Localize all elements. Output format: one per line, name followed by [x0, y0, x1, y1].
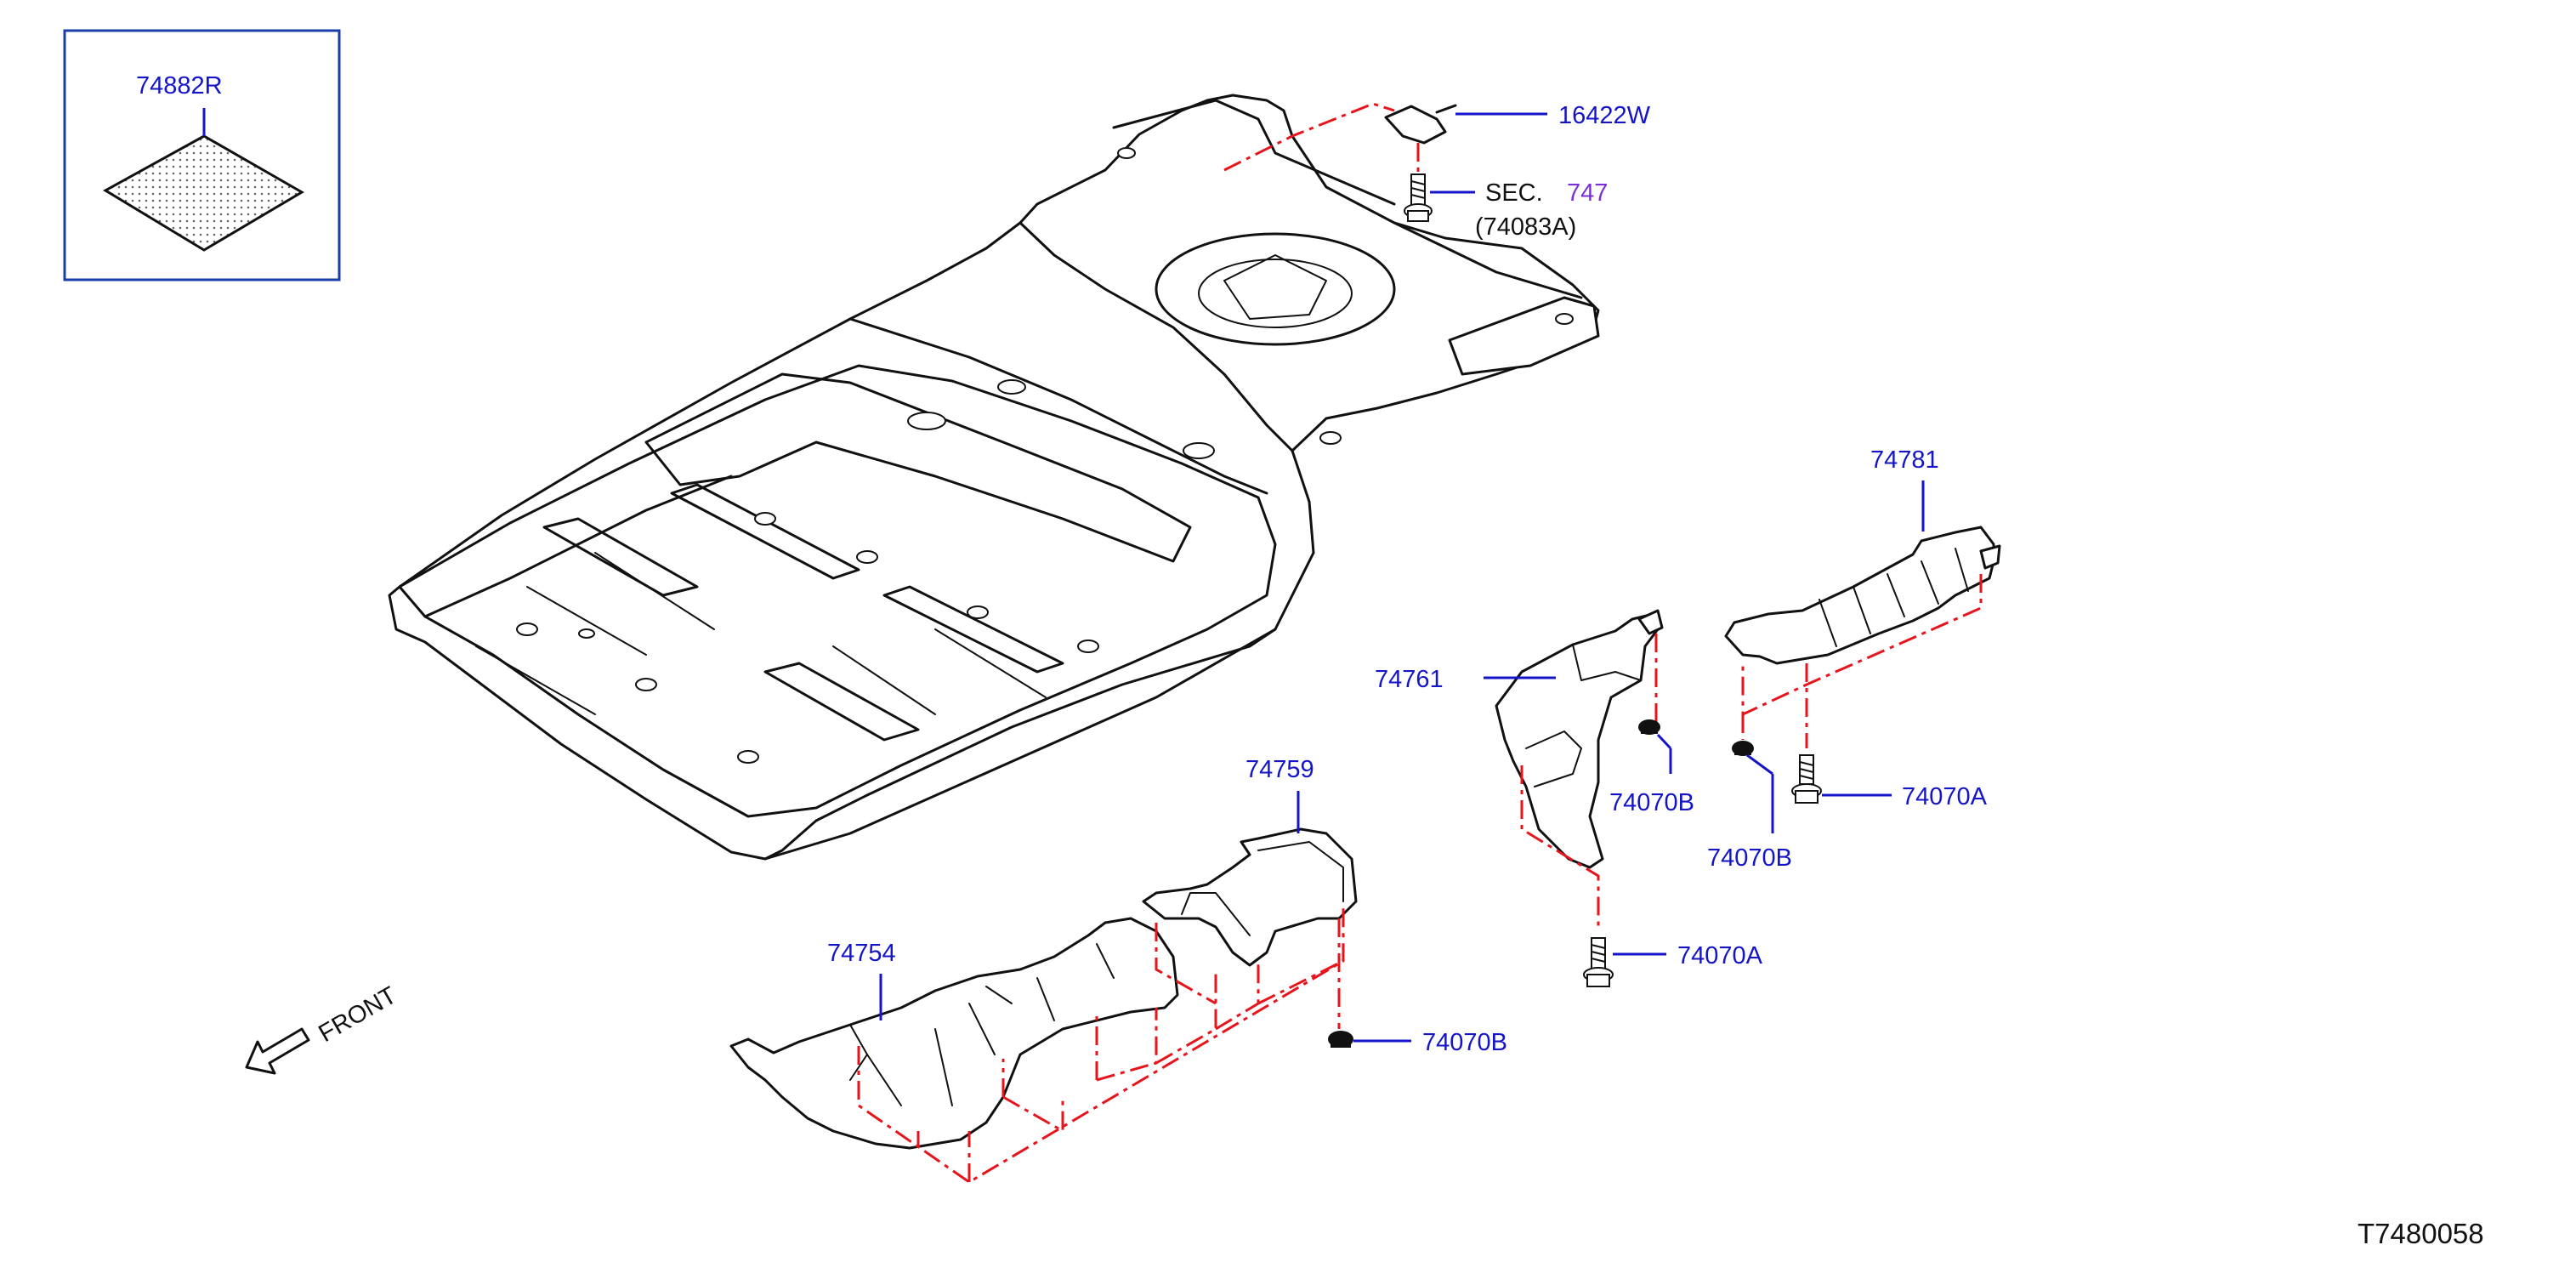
part-label-74781[interactable]: 74781 — [1870, 446, 1939, 474]
clip-74070B-a[interactable] — [1638, 719, 1660, 735]
part-label-74761[interactable]: 74761 — [1375, 666, 1444, 693]
cover-74754[interactable] — [729, 917, 1179, 1150]
front-indicator: FRONT — [245, 981, 402, 1075]
center-tunnel — [644, 372, 1192, 563]
part-label-74070A-b[interactable]: 74070A — [1677, 942, 1763, 969]
phantom-74761 — [1520, 765, 1600, 931]
bolt-74083A[interactable] — [1404, 173, 1433, 222]
part-label-74754[interactable]: 74754 — [827, 940, 896, 967]
floor-panel-assembly — [388, 94, 1600, 861]
cover-74759[interactable] — [1142, 827, 1358, 967]
callout-74781: 74781 74070B 74070A — [1707, 446, 2001, 872]
sec-prefix: SEC. — [1485, 179, 1543, 207]
phantom-74781-frame — [1741, 574, 1983, 717]
rear-floor-panel — [1018, 221, 1294, 452]
front-arrow-icon — [245, 1027, 310, 1075]
spare-tire-well — [1155, 232, 1396, 346]
bolt-74070A-a[interactable] — [1791, 754, 1822, 804]
seat-cross-member-right — [882, 585, 1064, 674]
cover-74761[interactable] — [1495, 612, 1660, 869]
rear-seat-pan — [848, 317, 1268, 495]
seat-cross-member-left — [670, 483, 860, 580]
callout-74759: 74759 — [1142, 756, 1358, 967]
phantom-74754-74759 — [857, 906, 1345, 1184]
rear-side-member-left — [1112, 99, 1396, 206]
clip-74070B-c[interactable] — [1328, 1031, 1353, 1048]
cover-74781[interactable] — [1724, 526, 1995, 665]
part-label-74070B-a[interactable]: 74070B — [1609, 789, 1694, 816]
part-label-74070B-b[interactable]: 74070B — [1707, 844, 1792, 872]
floor-drain-holes — [516, 147, 1574, 764]
part-label-74759[interactable]: 74759 — [1245, 756, 1314, 783]
side-sill-right — [763, 628, 1277, 861]
front-cross-member-2 — [763, 662, 920, 742]
floor-insulator-sheet[interactable] — [103, 134, 304, 252]
front-cross-member — [542, 517, 699, 597]
part-label-16422W[interactable]: 16422W — [1558, 102, 1651, 129]
clip-74070B-b[interactable] — [1732, 741, 1754, 756]
inset-box-74882R: 74882R — [63, 29, 341, 281]
side-sill-left — [423, 475, 733, 618]
part-label-74882R[interactable]: 74882R — [136, 72, 223, 99]
part-label-74070A-a[interactable]: 74070A — [1902, 783, 1988, 810]
spare-tire-well-inner — [1198, 259, 1353, 328]
floor-stiffener-ribs — [475, 552, 1047, 715]
callout-16422W: 16422W SEC. 747 (74083A) — [1223, 102, 1651, 241]
front-label: FRONT — [315, 981, 402, 1048]
front-floor-panel — [398, 364, 1277, 818]
callout-74754: 74754 74070B — [729, 906, 1507, 1184]
sec-part-number: (74083A) — [1475, 213, 1576, 241]
inset-frame — [63, 29, 341, 281]
bolt-74070A-b[interactable] — [1583, 937, 1614, 987]
callout-74761: 74761 74070B 74070A — [1375, 609, 1763, 987]
sec-747-link[interactable]: 747 — [1567, 179, 1608, 207]
bracket-16422W[interactable] — [1384, 105, 1447, 145]
rear-side-member-right — [1393, 221, 1583, 299]
part-label-74070B-c[interactable]: 74070B — [1422, 1029, 1507, 1056]
phantom-16422W — [1223, 102, 1395, 172]
diagram-code: T7480058 — [2358, 1218, 2484, 1249]
spare-tire-well-rib — [1223, 254, 1327, 320]
